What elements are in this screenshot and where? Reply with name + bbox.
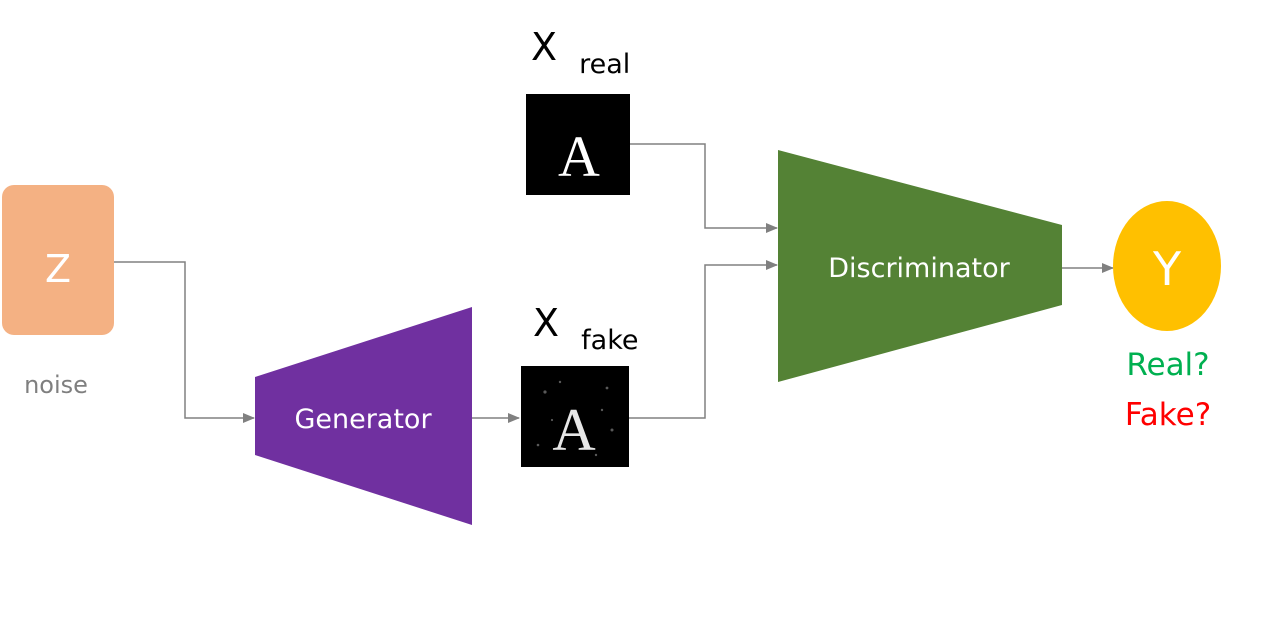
output-circle bbox=[1113, 201, 1221, 331]
fake-title-sub: fake bbox=[581, 325, 638, 356]
discriminator-label: Discriminator bbox=[828, 253, 1010, 284]
generator-label: Generator bbox=[294, 404, 432, 435]
fake-image-glyph: A bbox=[552, 397, 595, 463]
real-image-glyph: A bbox=[558, 124, 600, 189]
discriminator-trapezoid bbox=[778, 150, 1062, 382]
fake-image-noise bbox=[536, 380, 614, 457]
output-label: Y bbox=[1152, 242, 1182, 296]
connectors bbox=[114, 143, 1114, 423]
fake-image-box bbox=[521, 366, 629, 467]
real-image-title: X real bbox=[531, 25, 630, 80]
real-image-box bbox=[526, 94, 630, 195]
fake-title-main: X bbox=[533, 301, 559, 345]
discriminator-node: Discriminator bbox=[778, 150, 1062, 382]
fake-question-label: Fake? bbox=[1125, 397, 1211, 433]
noise-box bbox=[2, 185, 114, 335]
real-question-label: Real? bbox=[1126, 347, 1209, 383]
edge-real-image-to-discriminator bbox=[630, 143, 778, 233]
edge-noise-to-generator bbox=[114, 261, 255, 423]
real-title-main: X bbox=[531, 25, 557, 69]
fake-image-node: X fake A bbox=[521, 301, 638, 467]
noise-node: Z noise bbox=[2, 185, 114, 399]
generator-trapezoid bbox=[255, 307, 472, 525]
real-image-node: X real A bbox=[526, 25, 630, 195]
fake-image-title: X fake bbox=[533, 301, 638, 356]
edge-fake-image-to-discriminator bbox=[629, 260, 778, 419]
real-title-sub: real bbox=[579, 49, 630, 80]
generator-node: Generator bbox=[255, 307, 472, 525]
output-node: Y Real? Fake? bbox=[1113, 201, 1221, 433]
noise-label: Z bbox=[45, 247, 71, 291]
noise-caption: noise bbox=[24, 371, 88, 399]
